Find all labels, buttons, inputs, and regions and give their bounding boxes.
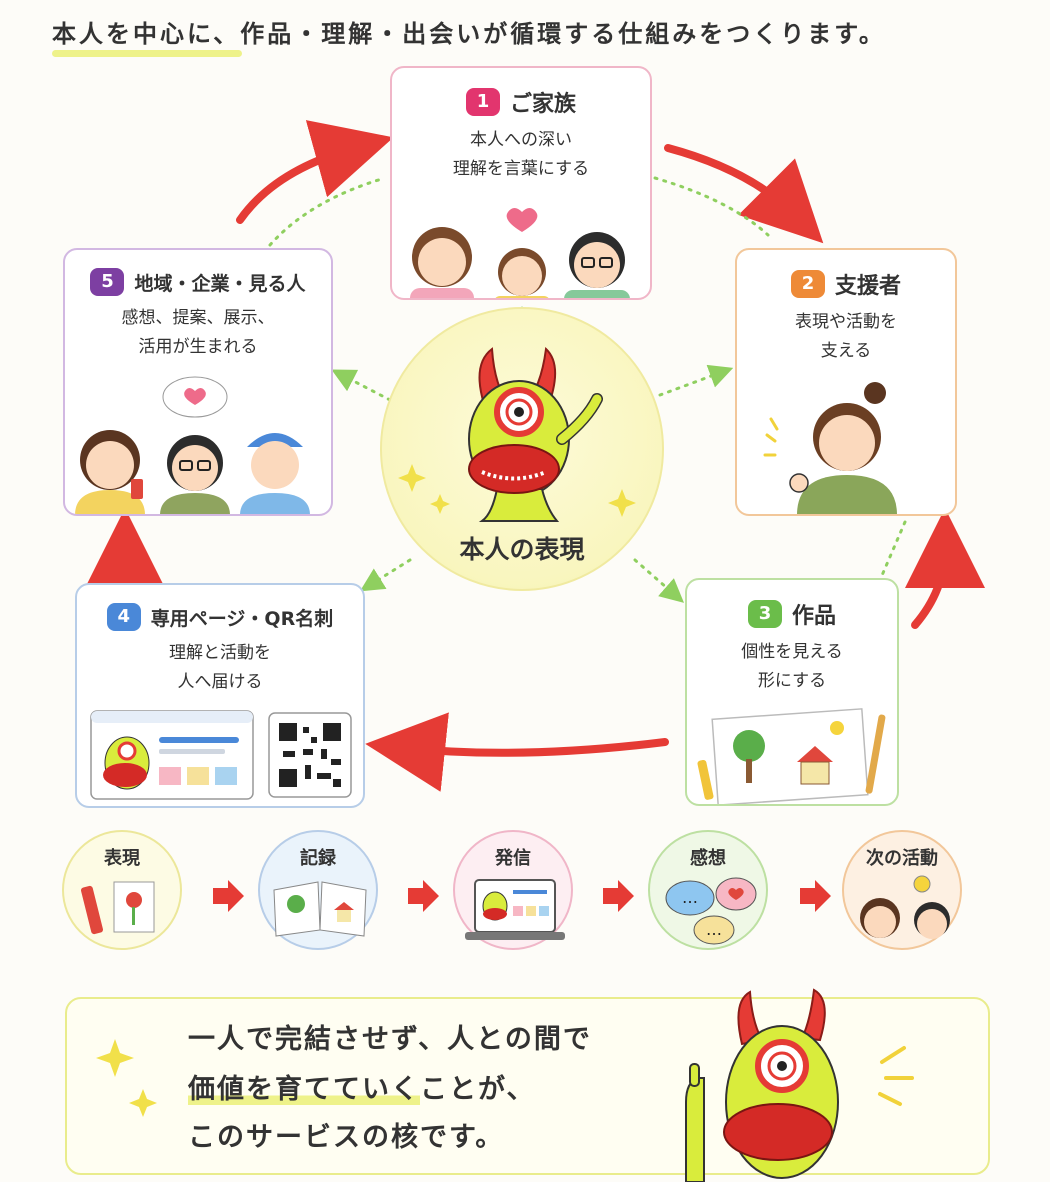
card-works: 3 作品 個性を見える 形にする (685, 578, 899, 806)
message-line-3: このサービスの核です。 (188, 1122, 505, 1153)
card-number: 4 (106, 603, 141, 631)
step-publish: 発信 (453, 830, 573, 950)
monster-pointing-icon (685, 988, 914, 1182)
step-next-activity: 次の活動 (842, 830, 962, 950)
message-line-1: 一人で完結させず、人との間で (188, 1024, 592, 1055)
page-title: 本人を中心に、作品・理解・出会いが循環する仕組みをつくります。 (52, 20, 886, 48)
card-community: 5 地域・企業・見る人 感想、提案、展示、 活用が生まれる (63, 248, 333, 516)
supporter-person-icon (763, 382, 897, 514)
card-number: 3 (747, 600, 782, 628)
card-title: 支援者 (834, 274, 901, 299)
step-label: 次の活動 (866, 848, 938, 869)
svg-text:…: … (682, 888, 698, 907)
step-label: 記録 (300, 848, 336, 869)
card-text: 感想、提案、展示、 (121, 308, 275, 328)
speech-bubbles-icon: … … (665, 877, 757, 945)
step-label: 発信 (495, 848, 531, 869)
svg-text:…: … (706, 920, 722, 939)
center-label: 本人の表現 (459, 535, 585, 564)
arrow-1-to-2 (664, 144, 824, 244)
arrow-5-to-1 (236, 120, 394, 224)
card-title: 専用ページ・QR名刺 (150, 607, 334, 630)
card-supporter: 2 支援者 表現や活動を 支える (735, 248, 957, 516)
title-underline (52, 50, 242, 57)
arrow-3-to-4 (365, 712, 669, 792)
card-text: 本人への深い (470, 130, 572, 150)
card-title: ご家族 (509, 92, 576, 117)
arrow-2-to-3 (904, 508, 985, 629)
message-line-2-rest: ことが、 (420, 1074, 536, 1105)
webpage-qr-icon (90, 710, 352, 800)
card-text: 形にする (757, 671, 827, 691)
card-number: 5 (90, 268, 125, 296)
family-people-icon (410, 208, 630, 298)
center-circle (380, 307, 664, 591)
crayon-flower-icon (81, 881, 155, 935)
card-text: 人へ届ける (177, 672, 263, 692)
card-text: 個性を見える (741, 642, 843, 662)
card-number: 2 (790, 270, 825, 298)
sparkle-icon (96, 1039, 157, 1117)
drawing-paper-icon (697, 708, 886, 804)
step-label: 感想 (690, 848, 726, 869)
laptop-icon (465, 879, 565, 940)
step-label: 表現 (104, 848, 140, 869)
notebook-icon (273, 881, 367, 937)
message-highlight: 価値を育てていく (188, 1074, 420, 1105)
step-feedback: 感想 … … (648, 830, 768, 950)
card-text: 理解を言葉にする (452, 159, 590, 179)
card-text: 活用が生まれる (138, 337, 258, 357)
card-family: 1 ご家族 本人への深い 理解を言葉にする (390, 66, 652, 300)
card-title: 作品 (791, 604, 836, 629)
card-text: 理解と活動を (169, 643, 271, 663)
card-page-qr: 4 専用ページ・QR名刺 理解と活動を 人へ届ける (75, 583, 365, 808)
card-text: 支える (820, 341, 872, 361)
step-record: 記録 (258, 830, 378, 950)
lightbulb-people-icon (860, 875, 950, 939)
community-people-icon (75, 376, 310, 514)
card-number: 1 (465, 88, 500, 116)
card-title: 地域・企業・見る人 (134, 272, 306, 295)
card-text: 表現や活動を (795, 312, 897, 332)
step-expression: 表現 (62, 830, 182, 950)
monster-character-icon (398, 346, 636, 522)
message-line-2: 価値を育てていくことが、 (188, 1067, 708, 1106)
